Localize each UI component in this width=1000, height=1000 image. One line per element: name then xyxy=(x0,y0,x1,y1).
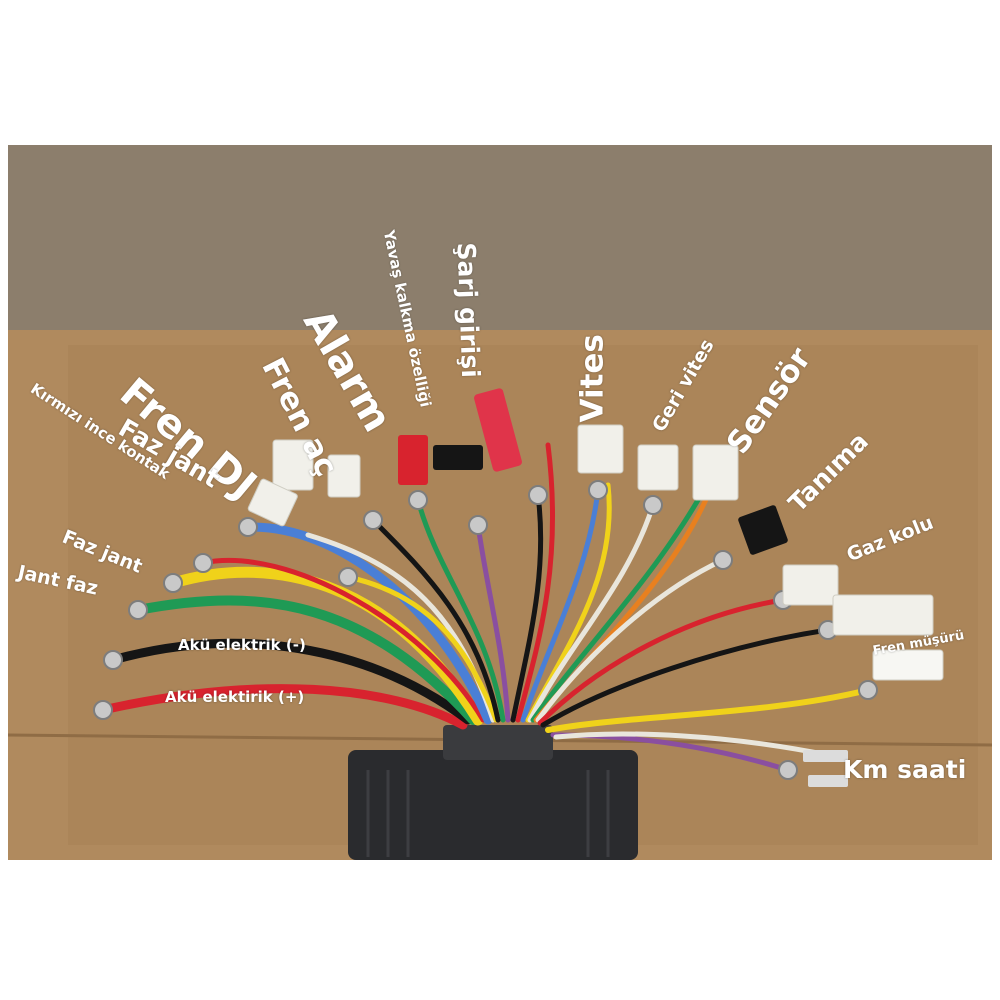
controller-box xyxy=(348,750,638,860)
label-vites: Vites xyxy=(574,334,611,423)
label-sarj-girisi: Şarj girişi xyxy=(451,241,486,379)
wires xyxy=(98,442,871,773)
heatsink-fins xyxy=(366,770,610,857)
label-aku-arti: Akü elektirik (+) xyxy=(165,688,305,706)
connectors xyxy=(247,388,944,787)
controller-connector xyxy=(443,725,553,760)
ring-terminals xyxy=(93,480,878,780)
label-km-saati: Km saati xyxy=(843,755,967,784)
controller-wiring-photo: Fren DJ Fren aç Alarm Yavaş kalkma özell… xyxy=(8,145,992,860)
photo-illustration xyxy=(8,145,992,860)
label-aku-eksi: Akü elektrik (-) xyxy=(178,636,306,654)
wall-background xyxy=(8,145,992,345)
